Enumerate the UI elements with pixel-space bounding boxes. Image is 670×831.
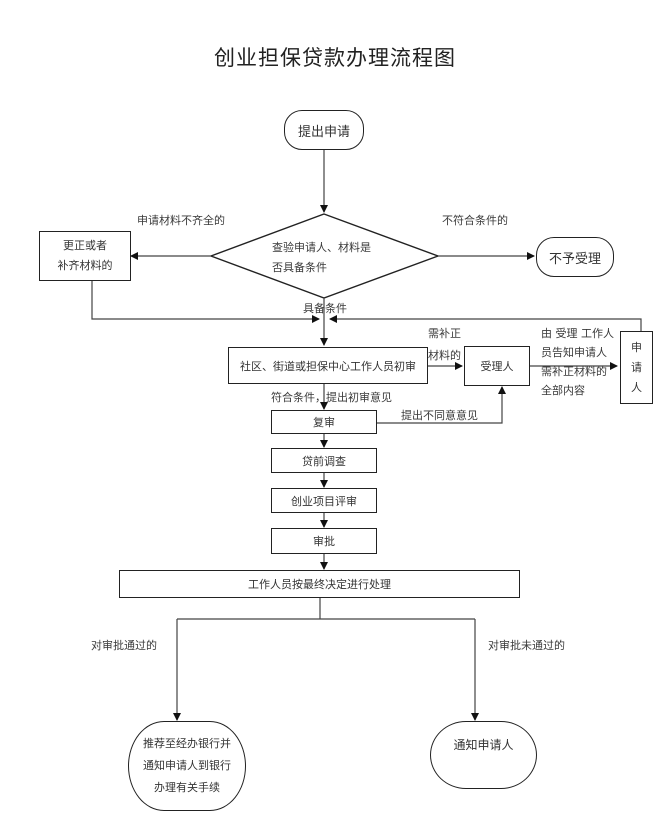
correct-line2: 补齐材料的 [57, 259, 113, 272]
node-final-process: 工作人员按最终决定进行处理 [119, 570, 520, 598]
node-reject: 不予受理 [536, 237, 614, 277]
node-final-process-label: 工作人员按最终决定进行处理 [248, 578, 391, 591]
correct-line1: 更正或者 [63, 239, 107, 252]
node-notify-applicant: 通知申请人 [430, 721, 537, 789]
node-initial-review: 社区、街道或担保中心工作人员初审 [228, 347, 428, 384]
label-handler-notify: 由 受理 工作人 员告知申请人 需补正材料的 全部内容 [541, 324, 614, 400]
node-handler-label: 受理人 [480, 360, 514, 373]
node-project-review: 创业项目评审 [271, 488, 377, 513]
node-re-review-label: 复审 [313, 416, 335, 429]
edge-applicant-loop [329, 315, 642, 331]
notify-line3: 需补正材料的 [541, 365, 607, 378]
edge-correct-loop [91, 281, 320, 323]
node-correct-materials: 更正或者 补齐材料的 [39, 231, 131, 281]
approved-line2: 通知申请人到银行 [143, 759, 231, 772]
check-label-line1: 查验申请人、材料是 [272, 241, 371, 254]
notify-line4: 全部内容 [541, 384, 585, 397]
check-label-line2: 否具备条件 [272, 261, 327, 274]
notify-line2: 员告知申请人 [541, 346, 607, 359]
page-title: 创业担保贷款办理流程图 [214, 46, 456, 70]
node-notify-label: 通知申请人 [453, 738, 514, 752]
applicant-line2: 请 [631, 360, 642, 374]
label-not-qualified: 不符合条件的 [442, 214, 508, 227]
node-project-review-label: 创业项目评审 [291, 494, 357, 508]
label-qualified: 具备条件 [303, 302, 347, 315]
label-approved: 对审批通过的 [91, 639, 157, 652]
applicant-line1: 申 [631, 340, 642, 354]
label-disagree: 提出不同意意见 [401, 409, 478, 422]
approved-line3: 办理有关手续 [154, 781, 220, 794]
node-re-review: 复审 [271, 410, 377, 434]
node-reject-label: 不予受理 [548, 251, 601, 267]
label-meets-condition: 符合条件，提出初审意见 [271, 391, 392, 404]
notify-line1: 由 受理 工作人 [541, 327, 614, 340]
edge-rereview-to-handler [376, 386, 506, 424]
node-approved-outcome: 推荐至经办银行并 通知申请人到银行 办理有关手续 [128, 721, 246, 811]
node-applicant: 申 请 人 [620, 331, 653, 404]
node-approval: 审批 [271, 528, 377, 554]
approved-line1: 推荐至经办银行并 [143, 737, 231, 750]
applicant-line3: 人 [631, 380, 642, 394]
label-need-supplement: 需补正 材料的 [428, 323, 461, 367]
node-check-label: 查验申请人、材料是 否具备条件 [272, 238, 371, 278]
need-supplement-line2: 材料的 [428, 349, 461, 362]
node-pre-loan-label: 贷前调查 [302, 454, 346, 468]
node-pre-loan-investigation: 贷前调查 [271, 448, 377, 473]
node-submit-application-label: 提出申请 [297, 124, 350, 140]
node-submit-application: 提出申请 [284, 110, 364, 150]
label-not-approved: 对审批未通过的 [488, 639, 565, 652]
node-handler: 受理人 [464, 346, 530, 386]
need-supplement-line1: 需补正 [428, 327, 461, 340]
node-approval-label: 审批 [313, 535, 335, 548]
label-incomplete-materials: 申请材料不齐全的 [137, 214, 225, 227]
node-initial-review-label: 社区、街道或担保中心工作人员初审 [240, 359, 416, 373]
